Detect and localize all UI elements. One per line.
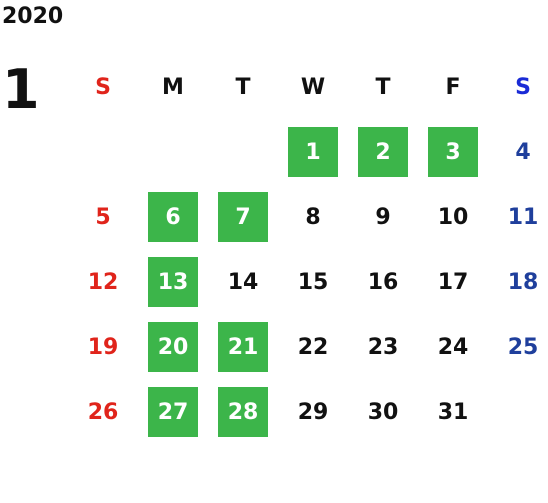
day-number: 19	[87, 335, 119, 360]
calendar-day-empty	[488, 380, 548, 445]
day-number: 30	[367, 400, 399, 425]
calendar-day-empty	[68, 120, 138, 185]
calendar-day-27[interactable]: 27	[138, 380, 208, 445]
day-number: 13	[157, 270, 189, 295]
calendar-day-empty	[138, 120, 208, 185]
calendar-day-10[interactable]: 10	[418, 185, 488, 250]
day-number: 1	[305, 140, 321, 165]
highlight-marker	[148, 257, 198, 307]
calendar-day-26[interactable]: 26	[68, 380, 138, 445]
day-number: 5	[95, 205, 111, 230]
day-number: 11	[507, 205, 539, 230]
highlight-marker	[358, 127, 408, 177]
day-number: 10	[437, 205, 469, 230]
day-number: 3	[445, 140, 461, 165]
calendar-day-6[interactable]: 6	[138, 185, 208, 250]
calendar-day-13[interactable]: 13	[138, 250, 208, 315]
day-number: 22	[297, 335, 329, 360]
calendar-day-8[interactable]: 8	[278, 185, 348, 250]
calendar-day-14[interactable]: 14	[208, 250, 278, 315]
highlight-marker	[148, 387, 198, 437]
calendar-day-20[interactable]: 20	[138, 315, 208, 380]
day-number: 12	[87, 270, 119, 295]
weekday-header-fri: F	[445, 75, 461, 100]
day-number: 21	[227, 335, 259, 360]
calendar-day-29[interactable]: 29	[278, 380, 348, 445]
calendar-day-3[interactable]: 3	[418, 120, 488, 185]
day-number: 17	[437, 270, 469, 295]
calendar-day-4[interactable]: 4	[488, 120, 548, 185]
day-number: 26	[87, 400, 119, 425]
calendar-day-18[interactable]: 18	[488, 250, 548, 315]
calendar-day-11[interactable]: 11	[488, 185, 548, 250]
highlight-marker	[288, 127, 338, 177]
calendar-day-7[interactable]: 7	[208, 185, 278, 250]
weekday-header-wed: W	[300, 75, 326, 100]
calendar-day-24[interactable]: 24	[418, 315, 488, 380]
day-number: 18	[507, 270, 539, 295]
calendar-day-1[interactable]: 1	[278, 120, 348, 185]
calendar-day-23[interactable]: 23	[348, 315, 418, 380]
day-number: 7	[235, 205, 251, 230]
calendar-year: 2020	[2, 4, 64, 29]
highlight-marker	[218, 322, 268, 372]
weekday-header-sat: S	[515, 75, 531, 100]
day-number: 27	[157, 400, 189, 425]
day-number: 31	[437, 400, 469, 425]
highlight-marker	[428, 127, 478, 177]
day-number: 15	[297, 270, 329, 295]
day-number: 16	[367, 270, 399, 295]
weekday-header-sun: S	[95, 75, 111, 100]
day-number: 6	[165, 205, 181, 230]
day-number: 2	[375, 140, 391, 165]
calendar-day-25[interactable]: 25	[488, 315, 548, 380]
calendar-day-12[interactable]: 12	[68, 250, 138, 315]
calendar-day-16[interactable]: 16	[348, 250, 418, 315]
weekday-header-mon: M	[162, 75, 184, 100]
weekday-header-tue: T	[235, 75, 251, 100]
calendar-day-19[interactable]: 19	[68, 315, 138, 380]
day-number: 8	[305, 205, 321, 230]
highlight-marker	[148, 322, 198, 372]
day-number: 29	[297, 400, 329, 425]
calendar-day-22[interactable]: 22	[278, 315, 348, 380]
weekday-header-thu: T	[375, 75, 391, 100]
calendar-day-15[interactable]: 15	[278, 250, 348, 315]
day-number: 9	[375, 205, 391, 230]
day-number: 28	[227, 400, 259, 425]
calendar-day-21[interactable]: 21	[208, 315, 278, 380]
day-number: 24	[437, 335, 469, 360]
calendar-day-30[interactable]: 30	[348, 380, 418, 445]
day-number: 23	[367, 335, 399, 360]
calendar-day-31[interactable]: 31	[418, 380, 488, 445]
highlight-marker	[218, 192, 268, 242]
day-number: 14	[227, 270, 259, 295]
highlight-marker	[218, 387, 268, 437]
calendar-day-5[interactable]: 5	[68, 185, 138, 250]
calendar-day-17[interactable]: 17	[418, 250, 488, 315]
calendar-day-empty	[208, 120, 278, 185]
day-number: 25	[507, 335, 539, 360]
calendar-day-2[interactable]: 2	[348, 120, 418, 185]
day-number: 4	[515, 140, 531, 165]
calendar-day-9[interactable]: 9	[348, 185, 418, 250]
day-number: 20	[157, 335, 189, 360]
calendar-day-28[interactable]: 28	[208, 380, 278, 445]
calendar-month: 1	[2, 58, 40, 121]
highlight-marker	[148, 192, 198, 242]
